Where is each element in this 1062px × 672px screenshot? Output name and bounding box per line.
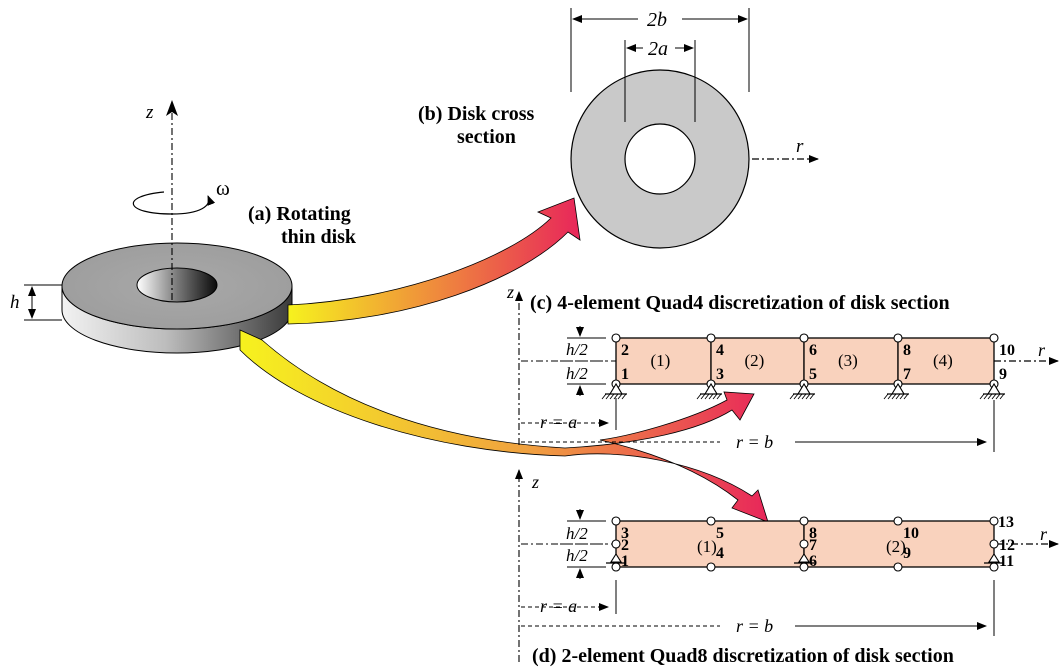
quad8-r-eq-b-label: r = b (736, 616, 773, 636)
arrow-to-cross-section (287, 197, 581, 325)
quad4-node-label: 10 (999, 342, 1015, 359)
quad8-node (989, 516, 999, 526)
quad4-node-label: 9 (999, 366, 1007, 383)
quad8-node (893, 562, 903, 572)
rotation-arrow (132, 191, 216, 215)
quad8-node-label: 8 (809, 525, 817, 542)
quad4-h-half-dims (560, 326, 606, 396)
disk-cross-section (570, 69, 750, 249)
quad8-node-label: 3 (621, 525, 629, 542)
quad8-node-label: 12 (999, 537, 1015, 554)
quad4-mesh: (1) (2) (3) (4) 2 1 4 3 6 5 8 7 10 9 (611, 333, 1015, 389)
quad8-node (611, 562, 621, 572)
quad8-node (611, 516, 621, 526)
quad4-element-label: (4) (933, 351, 953, 370)
quad4-h-half-bottom: h/2 (566, 364, 588, 383)
quad8-node-label: 13 (998, 514, 1014, 531)
2b-label: 2b (647, 9, 667, 31)
quad4-node (799, 333, 809, 343)
quad4-node (706, 333, 716, 343)
quad4-element-label: (3) (838, 351, 858, 370)
quad8-node (893, 516, 903, 526)
quad8-node-label: 11 (999, 553, 1014, 570)
caption-b-line1: (b) Disk cross (418, 103, 535, 125)
caption-a-line1: (a) Rotating (248, 203, 351, 225)
quad8-r-label: r (1040, 524, 1048, 544)
caption-a-line2: thin disk (281, 226, 357, 248)
quad8-node (611, 539, 621, 549)
quad8-r-eq-a-label: r = a (540, 596, 577, 616)
quad8-node (799, 562, 809, 572)
quad4-node (611, 333, 621, 343)
quad8-element (803, 520, 995, 568)
quad4-element-label: (2) (745, 351, 765, 370)
quad4-node-label: 6 (809, 342, 817, 359)
2a-label: 2a (648, 38, 668, 60)
quad8-element-label: (1) (697, 537, 717, 556)
quad4-h-half-top: h/2 (566, 340, 588, 359)
quad4-node-label: 1 (621, 366, 629, 383)
disk-z-arrowhead (166, 100, 178, 116)
quad4-r-eq-b-label: r = b (736, 432, 773, 452)
section-r-label: r (796, 136, 804, 157)
quad8-node-label: 1 (621, 553, 629, 570)
quad8-node (799, 539, 809, 549)
caption-d: (d) 2-element Quad8 discretization of di… (532, 645, 954, 667)
quad8-element-label: (2) (886, 537, 906, 556)
caption-c: (c) 4-element Quad4 discretization of di… (530, 292, 950, 314)
quad4-node (989, 333, 999, 343)
quad4-r-label: r (1038, 340, 1046, 360)
quad8-node (989, 539, 999, 549)
quad4-supports (601, 383, 1006, 400)
quad8-node-label: 5 (716, 525, 724, 542)
quad8-node (706, 516, 716, 526)
quad4-element-label: (1) (651, 351, 671, 370)
arrow-to-quad-sections (239, 329, 769, 523)
quad8-h-half-dims (560, 509, 606, 579)
quad8-node-label: 4 (716, 545, 724, 562)
quad8-node-label: 9 (903, 545, 911, 562)
quad8-h-half-top: h/2 (566, 524, 588, 543)
h-label: h (10, 292, 20, 313)
quad8-node-label: 7 (809, 537, 817, 554)
quad8-z-label: z (531, 472, 539, 492)
quad4-node (893, 333, 903, 343)
omega-label: ω (216, 176, 230, 200)
quad4-z-label: z (506, 282, 514, 302)
caption-b-line2: section (457, 126, 516, 148)
quad8-node (706, 562, 716, 572)
h-dimension (24, 284, 62, 321)
quad8-node-label: 2 (621, 537, 629, 554)
quad8-node-label: 10 (903, 525, 919, 542)
disk-z-label: z (145, 102, 154, 123)
2b-dimension (570, 8, 750, 92)
quad4-node-label: 7 (903, 366, 911, 383)
2a-dimension (624, 40, 696, 122)
quad8-node (989, 562, 999, 572)
quad4-element (615, 337, 712, 385)
quad4-node-label: 4 (716, 342, 724, 359)
quad8-node (799, 516, 809, 526)
quad8-h-half-bottom: h/2 (566, 546, 588, 565)
quad4-node-label: 3 (716, 366, 724, 383)
quad4-node-label: 2 (621, 342, 629, 359)
quad4-node-label: 8 (903, 342, 911, 359)
quad8-mesh: (1) (2) 3 1 5 4 8 6 10 9 13 11 2 7 12 (611, 514, 1015, 572)
quad4-node-label: 5 (809, 366, 817, 383)
quad4-element (897, 337, 995, 385)
quad8-node-label: 6 (809, 553, 817, 570)
quad4-r-eq-a-label: r = a (540, 412, 577, 432)
rotating-disk (61, 242, 293, 354)
